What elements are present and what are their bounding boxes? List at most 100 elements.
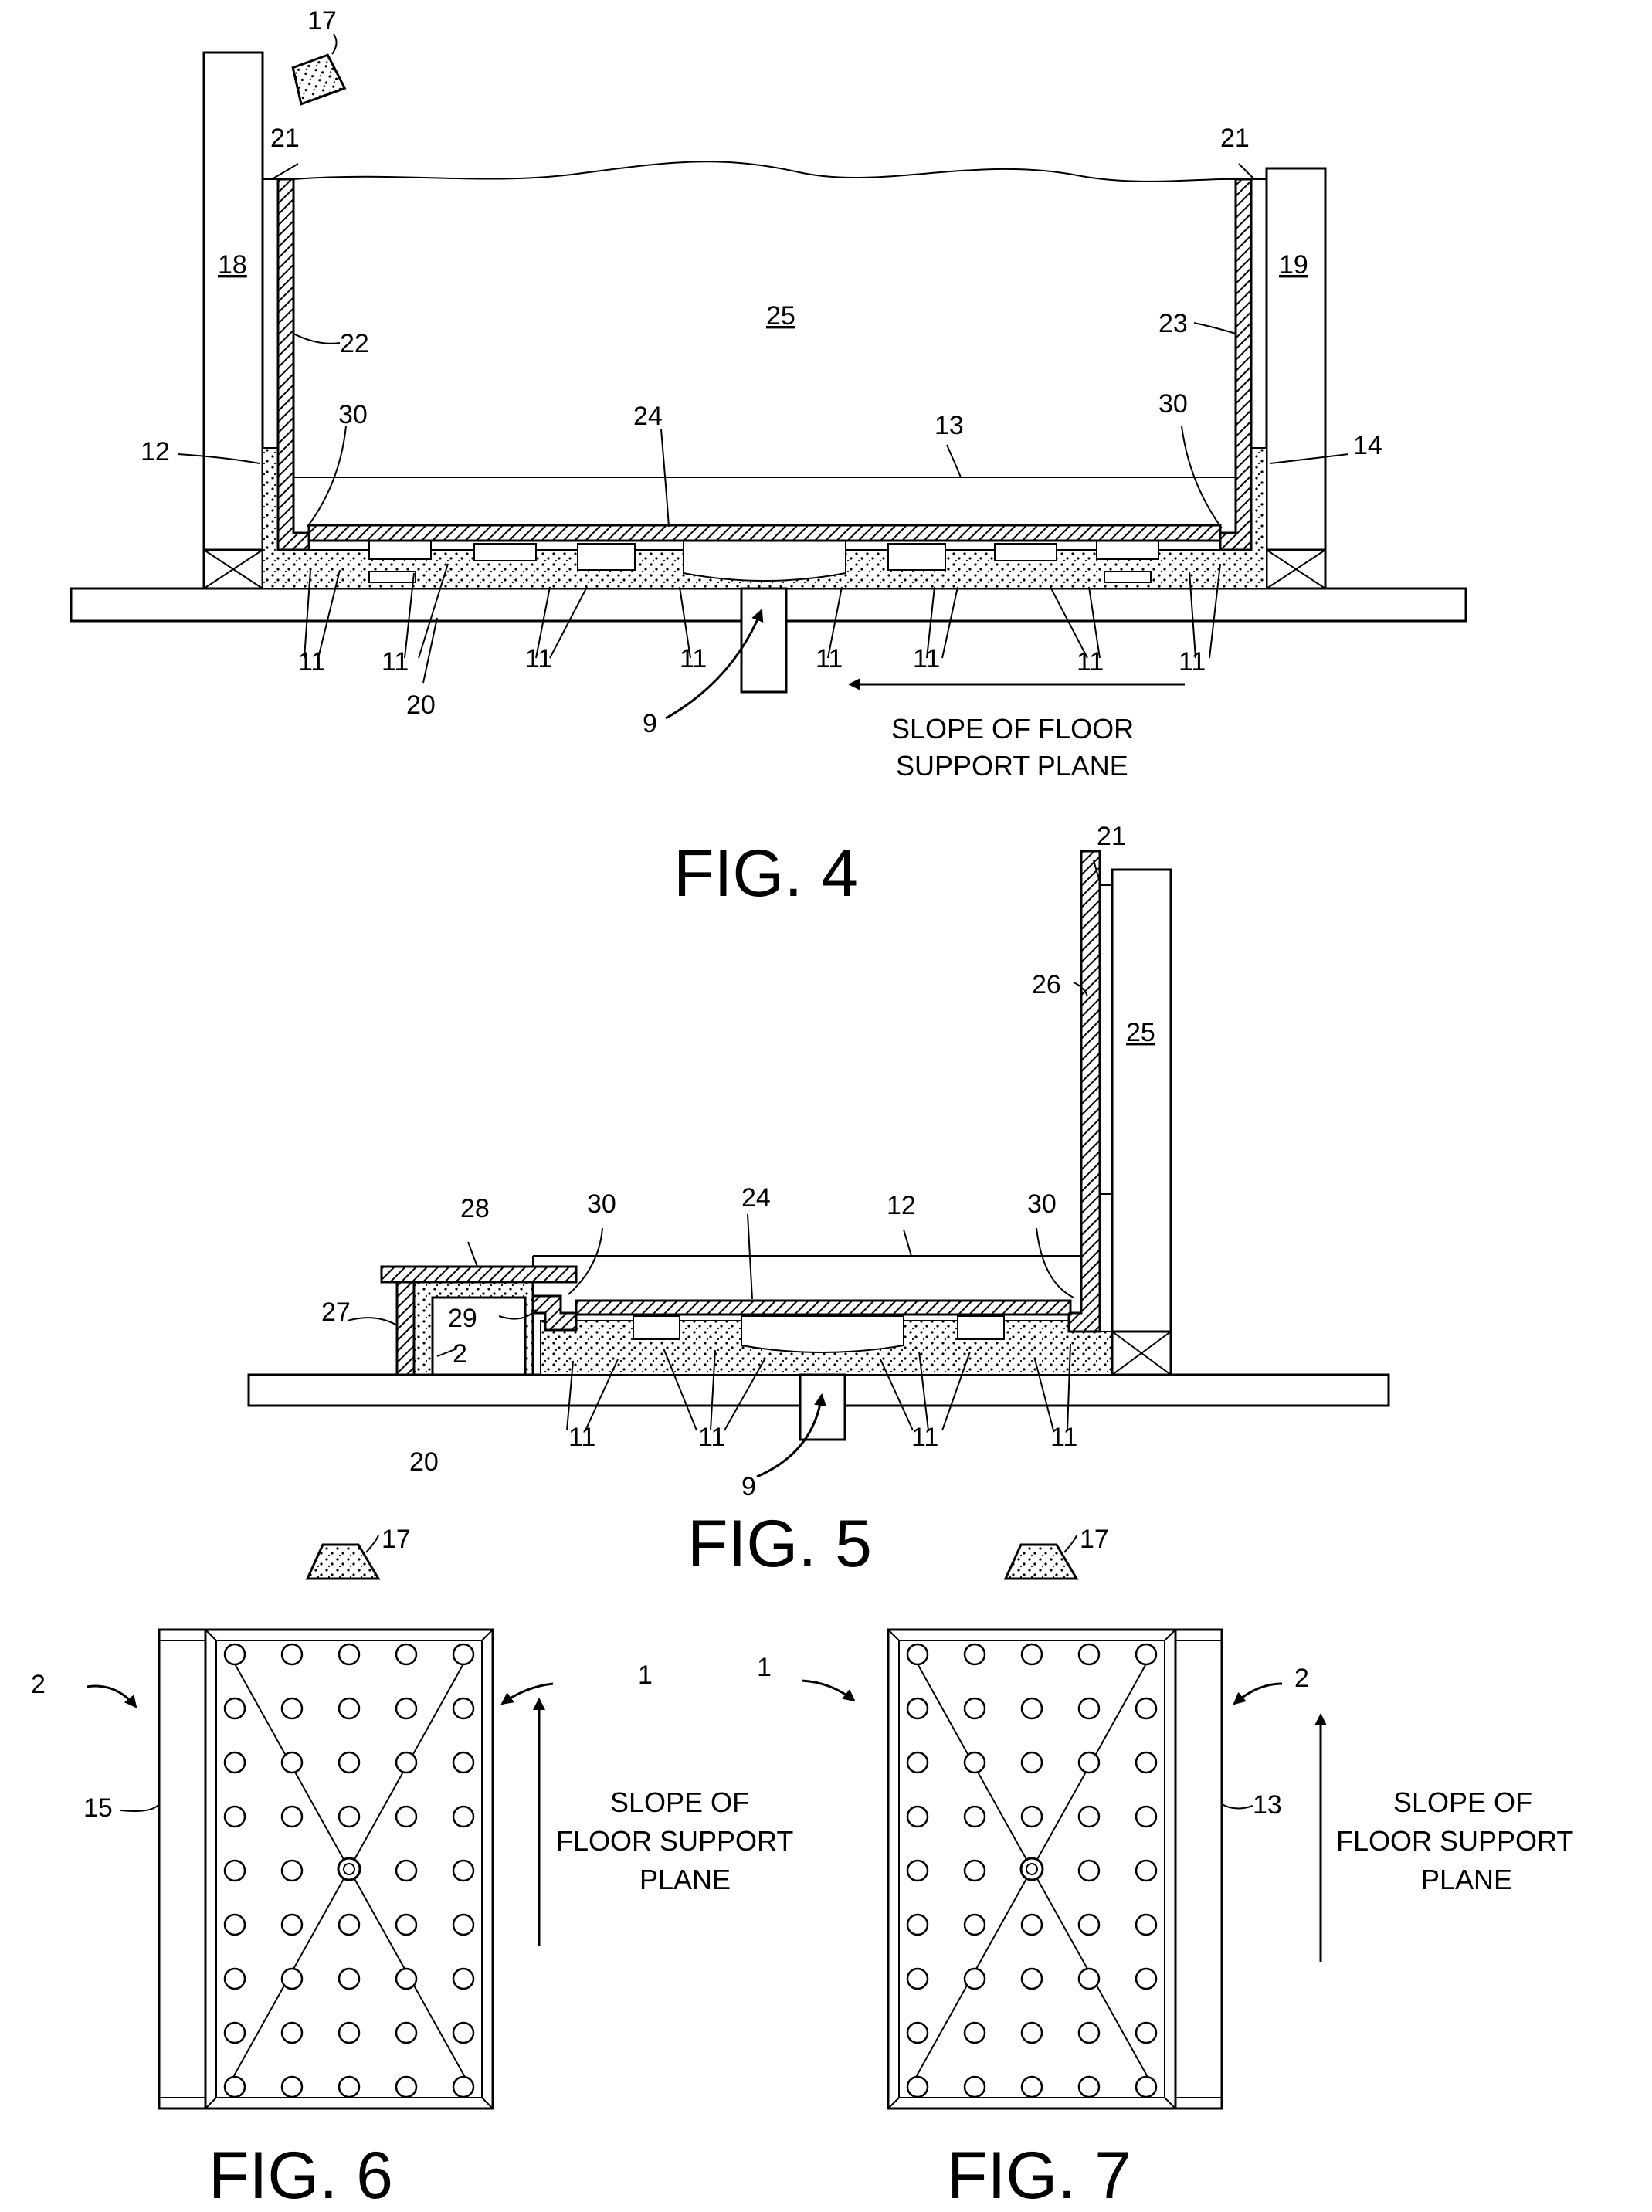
slope-note-fig4-line2: SUPPORT PLANE <box>896 750 1128 782</box>
fig4-title: FIG. 4 <box>673 836 858 911</box>
drain-hole <box>1079 1752 1099 1773</box>
drain-pipe <box>741 589 786 692</box>
slope-note-fig7-line3: PLANE <box>1421 1864 1512 1895</box>
drain-hole <box>339 1915 359 1935</box>
drain-hole <box>1079 1915 1099 1935</box>
drain-hole <box>282 2077 302 2097</box>
x-block-right <box>1267 550 1325 589</box>
ref-21-right: 21 <box>1220 124 1250 153</box>
ref-11-fig5-a: 11 <box>568 1423 595 1452</box>
ref-29: 29 <box>448 1304 477 1333</box>
ref-18: 18 <box>218 250 247 280</box>
drain-hole <box>282 1698 302 1718</box>
drain-hole <box>282 1861 302 1881</box>
ref-15: 15 <box>83 1793 113 1823</box>
ref-20-fig5: 20 <box>409 1447 439 1477</box>
floor-tile-24 <box>309 525 1220 541</box>
drain-hole <box>225 2077 245 2097</box>
drain-hole <box>965 1752 985 1773</box>
drain-hole <box>453 1861 473 1881</box>
drain-hole <box>907 1698 928 1718</box>
ref-11-g: 11 <box>1077 647 1104 677</box>
ref-2-fig7: 2 <box>1294 1664 1309 1693</box>
drain-hole <box>907 1861 928 1881</box>
drain-hole <box>1079 2023 1099 2043</box>
ref-21-fig5: 21 <box>1097 822 1126 851</box>
ref-9-fig4: 9 <box>643 709 657 738</box>
figure-5: 21 26 25 28 30 24 12 30 27 29 2 20 11 11… <box>249 822 1389 1581</box>
drain-hole <box>453 1807 473 1827</box>
drain-hole <box>1022 1915 1042 1935</box>
drain-hole <box>453 1915 473 1935</box>
drain-hole <box>282 1644 302 1664</box>
drain-hole <box>225 2023 245 2043</box>
ref-30-right-fig5: 30 <box>1027 1189 1057 1219</box>
drain-hole <box>1136 1969 1156 1989</box>
drain-hole <box>907 1915 928 1935</box>
curb-membrane-27 <box>397 1282 414 1375</box>
drain-hole <box>1079 1807 1099 1827</box>
drain-hole <box>396 1861 416 1881</box>
drain-hole <box>965 1969 985 1989</box>
ref-11-d: 11 <box>680 644 707 673</box>
drain-hole <box>965 1644 985 1664</box>
drain-hole <box>225 1752 245 1773</box>
drain-hole <box>1079 1644 1099 1664</box>
drain-hole <box>1136 1644 1156 1664</box>
fig5-title: FIG. 5 <box>687 1507 872 1581</box>
drain-hole <box>339 1698 359 1718</box>
drain-hole <box>339 2077 359 2097</box>
drain-hole <box>1136 1698 1156 1718</box>
drain-hole <box>907 2077 928 2097</box>
drain-hole <box>965 2023 985 2043</box>
ref-11-e: 11 <box>816 644 843 673</box>
drain-hole <box>339 1807 359 1827</box>
drain-hole <box>453 2023 473 2043</box>
drain-hole <box>225 1807 245 1827</box>
drain-pipe-fig5 <box>800 1375 845 1440</box>
ref-17-fig7: 17 <box>1080 1525 1109 1554</box>
ref-30-left-fig5: 30 <box>587 1189 616 1219</box>
ref-21-left: 21 <box>270 124 300 153</box>
drain-hole <box>1136 2023 1156 2043</box>
slope-note-fig6-line1: SLOPE OF <box>610 1786 749 1818</box>
ref-11-fig5-c: 11 <box>911 1423 938 1452</box>
ref-23: 23 <box>1158 309 1188 338</box>
drain-hole <box>1022 1698 1042 1718</box>
drain-hole <box>453 1969 473 1989</box>
ref-28: 28 <box>460 1194 490 1223</box>
ref-25-fig5: 25 <box>1126 1018 1155 1047</box>
curb-strip-fig6 <box>159 1630 205 2109</box>
membrane-right <box>1220 179 1251 550</box>
slope-note-fig6-line2: FLOOR SUPPORT <box>556 1825 793 1857</box>
ref-17-fig4: 17 <box>307 6 337 36</box>
wall-18 <box>204 53 263 589</box>
figure-4: 17 21 21 18 19 25 22 23 30 30 24 13 12 1… <box>71 6 1466 911</box>
wallboard-right <box>1251 179 1267 473</box>
drain-hole <box>1022 1752 1042 1773</box>
ref-11-a: 11 <box>298 647 325 677</box>
ref-24-fig5: 24 <box>741 1183 771 1213</box>
drain-hole <box>907 2023 928 2043</box>
drain-hole <box>282 1807 302 1827</box>
ref-13-fig7: 13 <box>1253 1790 1282 1820</box>
slope-note-fig6-line3: PLANE <box>639 1864 731 1895</box>
drain-hole <box>225 1644 245 1664</box>
ref-13-fig4: 13 <box>935 411 964 440</box>
drain-hole <box>225 1861 245 1881</box>
ref-19: 19 <box>1279 250 1308 280</box>
drain-hole <box>453 1698 473 1718</box>
figure-7: 17 1 2 13 SLOPE OF FLOOR SUPPORT PLANE F… <box>757 1525 1573 2212</box>
drain-hole <box>1079 1969 1099 1989</box>
drain-hole <box>396 1644 416 1664</box>
wall-25 <box>1112 870 1171 1375</box>
drain-hole <box>396 2023 416 2043</box>
drain-hole <box>907 1807 928 1827</box>
drain-hole <box>339 1752 359 1773</box>
ref-11-fig5-d: 11 <box>1050 1423 1077 1452</box>
drain-hole <box>907 1644 928 1664</box>
drain-hole <box>225 1969 245 1989</box>
drain-hole <box>282 1969 302 1989</box>
